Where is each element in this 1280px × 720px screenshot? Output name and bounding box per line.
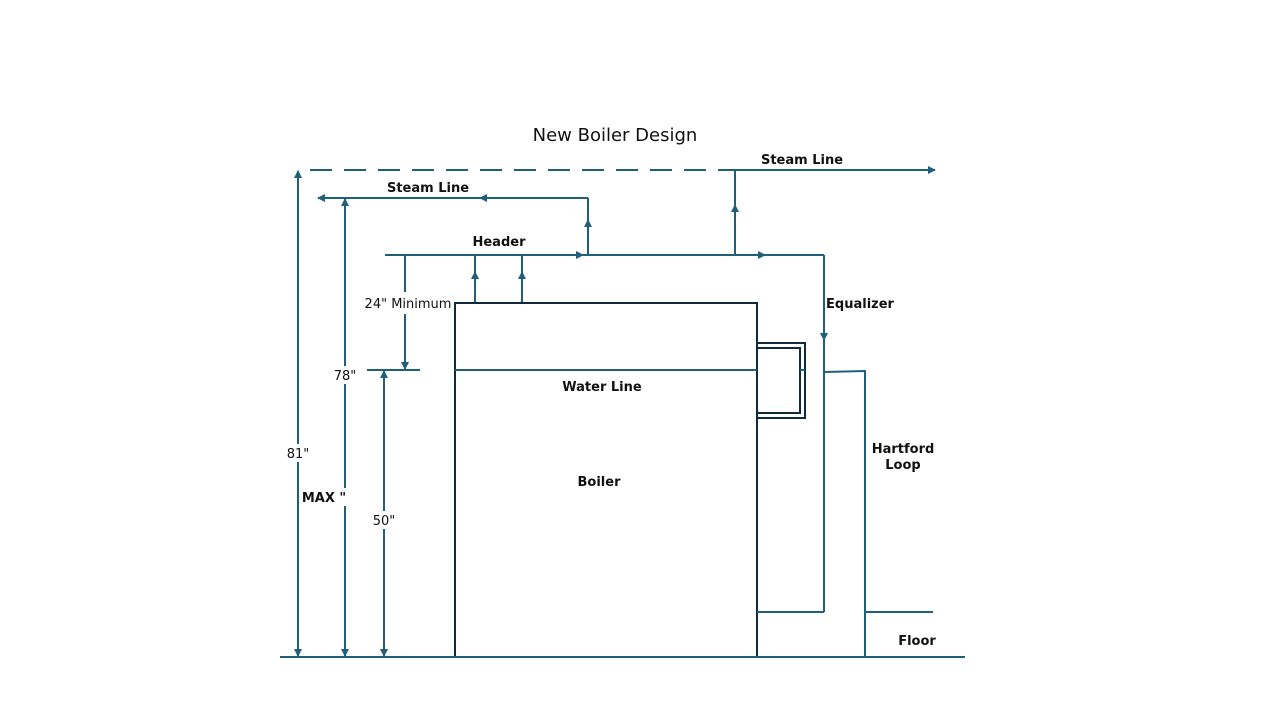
- min-24-label: 24" Minimum: [365, 297, 452, 312]
- equalizer-label: Equalizer: [826, 297, 895, 312]
- dim-81-bg: [284, 444, 312, 462]
- hartford-label-1: Hartford: [872, 442, 935, 457]
- sight-glass-outer: [757, 342, 806, 419]
- dim-50-bg: [370, 511, 398, 529]
- steam-line-upper-label: Steam Line: [761, 153, 843, 168]
- boiler-label: Boiler: [578, 475, 622, 490]
- max-label: MAX ": [302, 491, 346, 506]
- dim-78-bg: [330, 366, 360, 384]
- min-label-bg: [362, 294, 452, 312]
- max-bg: [302, 488, 346, 506]
- dim-81-label: 81": [287, 447, 310, 462]
- sight-glass-inner: [757, 347, 801, 414]
- water-line-label: Water Line: [562, 380, 642, 395]
- hartford-loop-pipe: [823, 369, 866, 657]
- floor-label: Floor: [898, 634, 936, 649]
- steam-line-lower-label: Steam Line: [387, 181, 469, 196]
- header-label: Header: [472, 235, 526, 250]
- dim-78-label: 78": [334, 369, 357, 384]
- dim-50-label: 50": [373, 514, 396, 529]
- diagram-title: New Boiler Design: [533, 125, 698, 146]
- hartford-label-2: Loop: [885, 458, 920, 473]
